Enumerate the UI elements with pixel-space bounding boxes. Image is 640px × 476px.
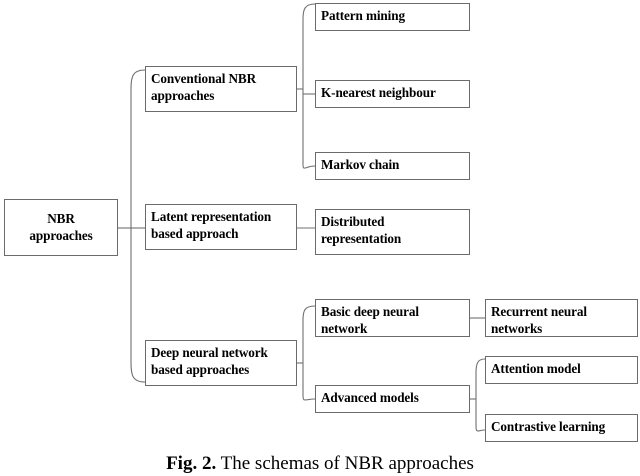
- node-basic-deep-neural-network: Basic deep neural network: [315, 299, 470, 337]
- node-advanced-models: Advanced models: [315, 385, 470, 413]
- wire-to-contrastive: [475, 425, 486, 432]
- node-distributed-representation: Distributed representation: [315, 209, 470, 255]
- wire-to-pattern: [302, 3, 316, 20]
- node-pattern-mining: Pattern mining: [315, 3, 470, 31]
- wire-to-attention: [475, 358, 486, 374]
- node-k-nearest-neighbour: K-nearest neighbour: [315, 80, 470, 108]
- node-conventional-nbr-approaches: Conventional NBR approaches: [145, 66, 297, 112]
- node-latent-representation-based-approach: Latent representation based approach: [145, 204, 297, 250]
- node-markov-chain: Markov chain: [315, 152, 470, 180]
- figure-caption-text: The schemas of NBR approaches: [220, 453, 474, 474]
- node-attention-model: Attention model: [485, 356, 638, 384]
- wire-to-basicdnn: [302, 305, 316, 321]
- node-recurrent-neural-networks: Recurrent neural networks: [485, 299, 638, 337]
- figure-caption: Fig. 2. The schemas of NBR approaches: [0, 452, 640, 476]
- figure-caption-label: Fig. 2.: [166, 453, 217, 474]
- node-contrastive-learning: Contrastive learning: [485, 414, 638, 442]
- wire-to-conventional: [130, 69, 146, 90]
- node-deep-neural-network-based-approaches: Deep neural network based approaches: [145, 340, 297, 386]
- wire-to-advanced: [302, 394, 316, 401]
- wire-to-deepnet: [130, 362, 146, 383]
- node-nbr-approaches: NBR approaches: [4, 199, 118, 256]
- wire-to-markov: [302, 163, 316, 169]
